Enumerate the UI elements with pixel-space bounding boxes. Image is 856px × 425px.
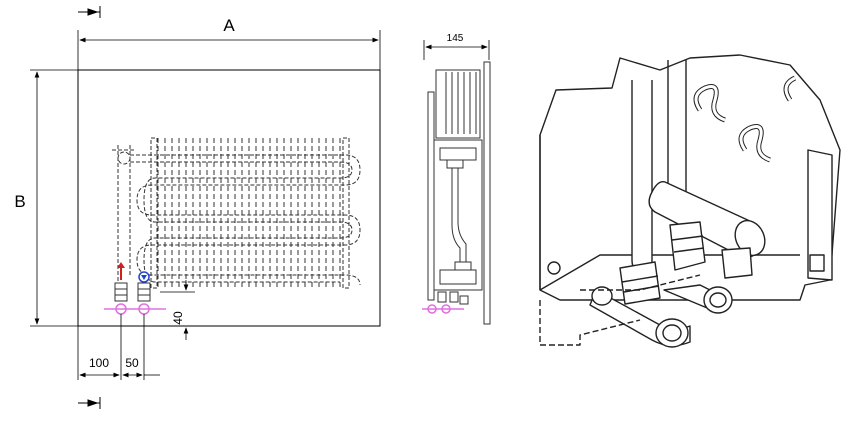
dimension-a-label: A — [223, 16, 235, 35]
dimension-145-label: 145 — [447, 33, 464, 44]
side-view: 145 — [422, 33, 491, 325]
supply-arrow-icon — [117, 262, 125, 280]
dimension-b-label: B — [14, 192, 25, 211]
side-pipe-highlight — [422, 304, 464, 314]
side-housing — [427, 61, 491, 325]
heat-exchanger-fins — [150, 137, 350, 289]
dimension-40-label: 40 — [171, 311, 185, 325]
fin-end-plate — [150, 137, 158, 289]
dimension-b — [30, 69, 78, 327]
valve-connectors — [114, 282, 151, 302]
section-marker-top — [78, 6, 101, 18]
front-view: A B — [14, 6, 381, 409]
serpentine-pipe — [112, 145, 361, 286]
section-marker-bottom — [78, 397, 101, 409]
dimension-a — [77, 30, 381, 70]
front-panel-outline — [77, 69, 381, 327]
dimension-40 — [160, 280, 195, 340]
dimension-100-label: 100 — [89, 356, 109, 370]
dimension-50-label: 50 — [125, 356, 139, 370]
fin-end-plate — [342, 137, 350, 289]
valve-detail-3d-view — [539, 54, 841, 348]
dimension-100-50 — [77, 314, 160, 380]
dimension-145 — [423, 40, 490, 60]
return-arrow-icon — [138, 271, 150, 283]
